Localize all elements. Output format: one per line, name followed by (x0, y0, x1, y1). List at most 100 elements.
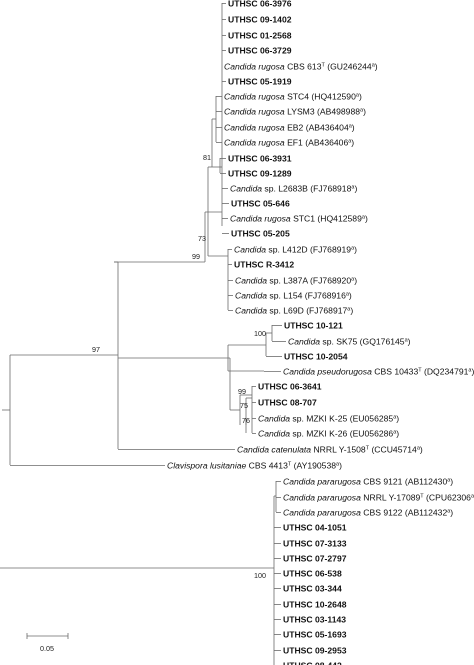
reference-strain-label: Candida rugosa CBS 613T (GU246244a) (224, 62, 378, 72)
closing-paren: ) (354, 184, 357, 194)
bootstrap-value: 75 (240, 401, 248, 410)
accession-number: (FJ768920 (308, 276, 352, 286)
species-name: Candida (288, 337, 320, 347)
isolate-label: UTHSC 04-1051 (283, 523, 347, 533)
isolate-label: UTHSC 08-442 (283, 661, 342, 665)
closing-paren: ) (339, 461, 342, 471)
reference-strain-label: Candida sp. SK75 (GQ176145a) (288, 337, 411, 347)
strain-id: sp. SK75 (320, 337, 357, 347)
accession-number: (FJ768919 (308, 245, 352, 255)
closing-paren: ) (354, 276, 357, 286)
scale-bar-label: 0.05 (40, 644, 54, 653)
scale-bar: 0.05 (26, 633, 69, 653)
closing-paren: ) (375, 62, 378, 72)
strain-id: sp. L69D (267, 306, 304, 316)
species-name: Candida pararugosa (283, 508, 361, 518)
closing-paren: ) (349, 291, 352, 301)
isolate-label: UTHSC 09-1402 (228, 15, 292, 25)
species-name: Candida (235, 276, 267, 286)
accession-marker: a (393, 415, 397, 421)
accession-number: (CPU62306 (424, 493, 472, 503)
closing-paren: ) (450, 508, 453, 518)
bootstrap-value: 76 (242, 416, 250, 425)
strain-id: CBS 9121 (361, 477, 403, 487)
accession-marker: a (351, 185, 355, 191)
isolate-label: UTHSC 08-707 (258, 398, 317, 408)
reference-strain-label: Candida pararugosa CBS 9122 (AB112432a) (283, 508, 453, 518)
type-strain-marker: T (321, 63, 325, 69)
accession-number: (DQ234791 (422, 367, 469, 377)
reference-strain-label: Clavispora lusitaniae CBS 4413T (AY19053… (167, 461, 342, 471)
bootstrap-value: 99 (192, 252, 200, 261)
reference-strain-label: Candida sp. L387A (FJ768920a) (235, 276, 357, 286)
species-name: Candida catenulata (237, 445, 311, 455)
accession-marker: a (471, 494, 474, 500)
isolate-label: UTHSC 06-3976 (228, 0, 292, 9)
reference-strain-label: Candida pararugosa CBS 9121 (AB112430a) (283, 477, 453, 487)
strain-id: CBS 613 (285, 62, 322, 72)
isolate-label: UTHSC 06-538 (283, 569, 342, 579)
strain-id: NRRL Y-17089 (361, 493, 421, 503)
isolate-label: UTHSC 05-205 (231, 229, 290, 239)
species-name: Candida rugosa (230, 214, 291, 224)
bootstrap-value: 100 (254, 571, 266, 580)
reference-strain-label: Candida sp. L2683B (FJ768918a) (230, 184, 357, 194)
species-name: Candida (235, 306, 267, 316)
isolate-label: UTHSC 06-3931 (228, 154, 292, 164)
isolate-label: UTHSC 09-2953 (283, 646, 347, 656)
accession-number: (HQ412590 (309, 92, 356, 102)
accession-number: (HQ412589 (315, 214, 362, 224)
isolate-label: UTHSC 05-1693 (283, 630, 347, 640)
accession-marker: a (405, 338, 409, 344)
accession-number: (GU246244 (325, 62, 372, 72)
isolate-label: UTHSC 07-3133 (283, 539, 347, 549)
accession-number: (AB112430 (402, 477, 447, 487)
isolate-label: UTHSC 01-2568 (228, 31, 292, 41)
strain-id: sp. L2683B (262, 184, 308, 194)
accession-marker: a (348, 139, 352, 145)
species-name: Candida (258, 414, 290, 424)
species-name: Candida rugosa (224, 138, 285, 148)
accession-marker: a (362, 215, 366, 221)
reference-strain-label: Candida rugosa LYSM3 (AB498988a) (224, 107, 366, 117)
isolate-label: UTHSC R-3412 (234, 260, 294, 270)
accession-marker: a (356, 93, 360, 99)
closing-paren: ) (450, 477, 453, 487)
strain-id: EB2 (285, 123, 304, 133)
strain-id: STC4 (285, 92, 310, 102)
accession-number: (FJ768916 (302, 291, 346, 301)
reference-strain-label: Candida sp. L154 (FJ768916a) (235, 291, 352, 301)
species-name: Candida rugosa (224, 92, 285, 102)
accession-marker: a (336, 462, 340, 468)
reference-strain-label: Candida sp. L69D (FJ768917a) (235, 306, 353, 316)
reference-strain-label: Candida rugosa EF1 (AB436406a) (224, 138, 354, 148)
species-name: Candida pararugosa (283, 493, 361, 503)
accession-marker: a (351, 246, 355, 252)
reference-strain-label: Candida pseudorugosa CBS 10433T (DQ23479… (283, 367, 474, 377)
strain-id: STC1 (291, 214, 316, 224)
species-name: Clavispora lusitaniae (167, 461, 247, 471)
isolate-label: UTHSC 03-1143 (283, 615, 346, 625)
accession-number: (EU056286 (347, 429, 393, 439)
strain-id: LYSM3 (285, 107, 315, 117)
isolate-label: UTHSC 10-2648 (283, 600, 347, 610)
closing-paren: ) (408, 337, 411, 347)
isolate-label: UTHSC 05-646 (231, 199, 290, 209)
strain-id: sp. MZKI K-25 (290, 414, 348, 424)
reference-strain-label: Candida sp. MZKI K-26 (EU056286a) (258, 429, 399, 439)
accession-number: (EU056285 (347, 414, 393, 424)
closing-paren: ) (352, 123, 355, 133)
strain-id: sp. L387A (267, 276, 308, 286)
reference-strain-label: Candida sp. MZKI K-25 (EU056285a) (258, 414, 399, 424)
type-strain-marker: T (420, 494, 424, 500)
closing-paren: ) (396, 429, 399, 439)
isolate-label: UTHSC 05-1919 (228, 77, 292, 87)
strain-id: NRRL Y-1508 (311, 445, 366, 455)
type-strain-marker: T (418, 368, 422, 374)
bootstrap-value: 99 (238, 387, 246, 396)
species-name: Candida rugosa (224, 62, 285, 72)
reference-strain-label: Candida catenulata NRRL Y-1508T (CCU4571… (237, 445, 423, 455)
